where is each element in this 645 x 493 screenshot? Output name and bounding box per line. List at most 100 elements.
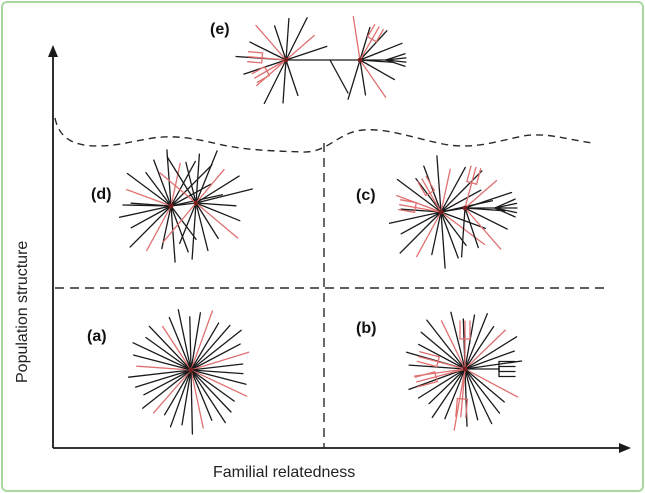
tree-branch [359,26,371,61]
tree-branch [146,205,172,252]
tree-branch [464,368,519,398]
tree-branch [371,38,377,43]
tree-branch [419,351,440,358]
panel-label-a: (a) [87,328,107,345]
tree-branch [190,369,204,429]
tree-branch [133,354,192,371]
tree-branch [426,319,466,370]
tree-branch [464,182,473,209]
tree-branch [421,178,431,194]
tree-branch [371,26,380,40]
tree-node [462,366,468,372]
tree-branch [181,369,192,426]
tree-branch [464,329,506,370]
tree-node [462,205,468,211]
tree-branch [367,23,376,38]
tree-branch [170,205,176,263]
tree-branch [195,153,201,204]
tree-branch [429,189,435,194]
tree-branch [399,199,417,204]
tree-branch [464,336,518,370]
tree-branch [263,66,268,72]
tree-branch [266,70,271,76]
tree-node [357,57,363,63]
tree-branch [190,310,214,371]
tree-node [188,367,194,373]
tree-node [193,200,199,206]
tree-b [405,311,523,431]
tree-node [438,209,444,215]
tree-branch [143,369,192,396]
y-axis-label: Population structure [14,241,31,383]
tree-branch [190,369,213,421]
tree-branch [285,59,299,97]
tree-branch [256,74,271,83]
tree-branch [375,28,384,43]
tree-branch [195,202,239,239]
panel-label-d: (d) [91,186,111,203]
tree-branch [434,371,437,378]
tree-branch [398,204,417,209]
tree-branch [195,150,218,204]
tree-branch [177,309,192,371]
tree-branch [471,182,478,185]
tree-branch [185,161,197,204]
tree-branch [190,369,232,413]
tree-branch [190,329,242,371]
tree-branch [170,162,181,207]
tree-branch [464,207,508,230]
tree-branch [132,342,192,371]
tree-branch [249,41,287,61]
tree-branch [494,198,516,209]
tree-branch [400,211,442,235]
tree-branch [285,45,328,61]
tree-branch [190,322,220,371]
tree-branch [352,16,361,61]
tree-branch [266,59,287,72]
tree-branch [455,397,459,418]
tree-branch [329,59,349,94]
tree-branch [385,57,407,61]
tree-branch [195,202,237,207]
tree-branch [190,369,194,435]
tree-branch [122,204,172,207]
tree-branch [420,331,466,370]
tree-branch [464,325,495,370]
tree-branch [190,369,226,424]
tree-branch [195,202,219,240]
tree-branch [285,17,290,61]
tree-branch [195,188,253,204]
tree-d [118,149,253,263]
panel-label-b: (b) [356,320,376,337]
tree-branch [464,179,498,209]
tree-branch [191,202,197,260]
tree-branch [466,165,472,183]
tree-branch [136,365,192,371]
tree-node [283,57,289,63]
tree-branch [190,312,202,371]
tree-branch [359,30,388,61]
tree-branch [417,355,439,363]
wavy-divider [54,117,594,153]
tree-branch [347,59,361,100]
tree-branch [254,70,268,79]
tree-branch [129,205,172,248]
x-axis-label: Familial relatedness [213,464,355,481]
tree-branch [247,56,263,59]
tree-branch [359,42,403,61]
tree-branch [417,180,427,197]
tree-branch [261,57,287,61]
tree-branch [453,368,466,431]
tree-branch [189,316,192,371]
tree-branch [145,171,172,207]
panel-label-e: (e) [210,21,230,38]
tree-branch [359,38,373,61]
tree-branch [440,320,466,370]
tree-branch [190,343,241,371]
tree-branch [190,369,247,385]
tree-branch [396,178,442,213]
tree-branch [130,205,172,229]
tree-branch [285,17,308,61]
tree-branch [195,202,209,252]
tree-branch [399,211,442,254]
